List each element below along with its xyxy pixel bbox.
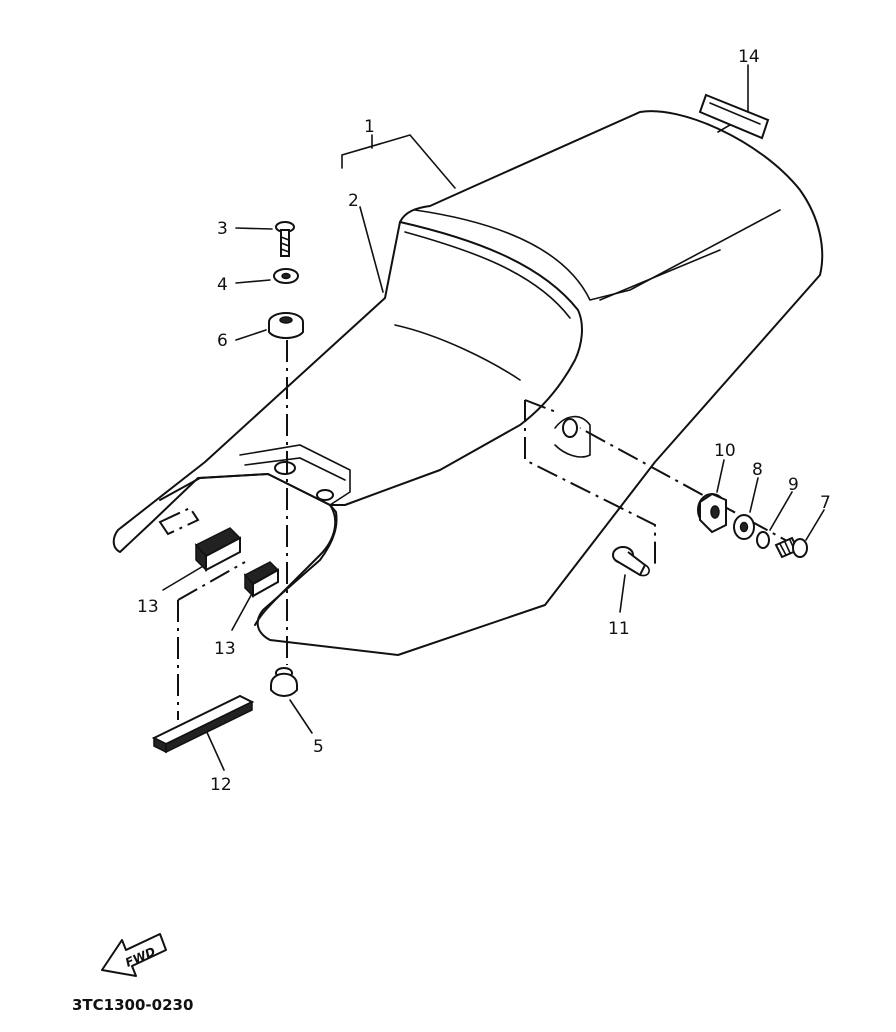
leader-lines: [162, 64, 825, 771]
fwd-arrow-icon: FWD: [101, 933, 167, 977]
callout-3: 3: [217, 219, 228, 239]
callout-13b: 13: [214, 639, 236, 659]
drawing-code: 3TC1300-0230: [72, 996, 193, 1014]
callout-8: 8: [752, 460, 763, 480]
spring-washer-part-9: [756, 531, 770, 549]
seat-assembly: [112, 110, 824, 656]
callout-9: 9: [788, 475, 799, 495]
strip-part-12: [151, 694, 255, 754]
damper-part-10: [697, 492, 727, 534]
callout-7: 7: [820, 493, 831, 513]
screw-part-3: [275, 221, 295, 257]
washer-part-4: [273, 268, 299, 284]
collar-part-5: [270, 667, 298, 697]
washer-part-8: [733, 514, 755, 540]
hook-pin-part-11: [612, 546, 650, 577]
callout-13a: 13: [137, 597, 159, 617]
callout-1: 1: [364, 117, 375, 137]
bolt-part-7: [774, 536, 808, 559]
callout-6: 6: [217, 331, 228, 351]
callout-2: 2: [348, 191, 359, 211]
callout-14: 14: [738, 47, 760, 67]
grommet-part-6: [268, 312, 304, 339]
callout-labels: 1 2 3 4 5 6 7 8 9 10 11 12 13 13 14: [137, 47, 831, 795]
damper-pad-part-13b: [243, 561, 280, 598]
callout-4: 4: [217, 275, 228, 295]
callout-5: 5: [313, 737, 324, 757]
callout-12: 12: [210, 775, 232, 795]
damper-pad-part-13a: [158, 506, 242, 572]
callout-10: 10: [714, 441, 736, 461]
label-part-14: [698, 93, 770, 140]
callout-11: 11: [608, 619, 630, 639]
parts: [151, 93, 808, 754]
